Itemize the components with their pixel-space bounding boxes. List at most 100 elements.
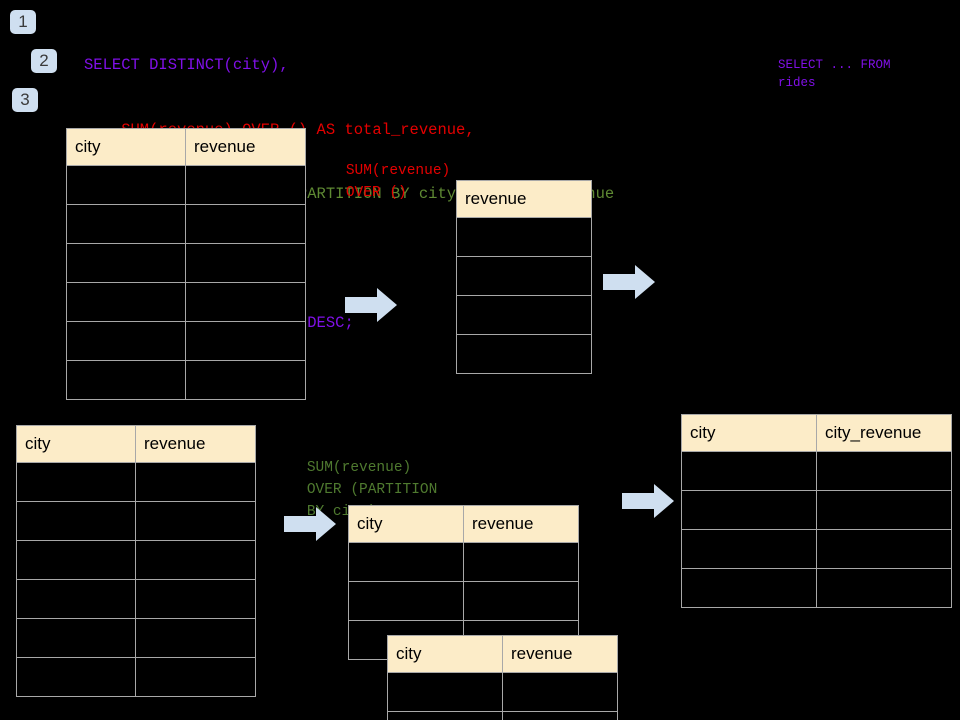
cell: [16, 540, 136, 580]
flow-arrow-right-1: [345, 288, 397, 322]
table-revenue-only: revenue: [456, 180, 592, 374]
column-header-city: city: [66, 128, 186, 166]
table-row: [348, 581, 579, 621]
table-row: [387, 672, 618, 712]
column-header-city: city: [16, 425, 136, 463]
sidenote-line-1: SELECT ... FROM: [778, 58, 891, 72]
table-row: [66, 321, 306, 361]
table-row: [16, 462, 256, 502]
table-row: [681, 490, 952, 530]
annotation-sum-over-empty-line-2: OVER (): [345, 185, 407, 201]
table-row: [456, 256, 592, 296]
cell: [681, 490, 817, 530]
table-result: city city_revenue: [681, 414, 952, 608]
table-header-row: city revenue: [348, 505, 579, 543]
cell: [681, 451, 817, 491]
table-row: [456, 334, 592, 374]
table-row: [16, 579, 256, 619]
cell: [66, 321, 186, 361]
table-partition-b: city revenue: [387, 635, 618, 720]
column-header-city-revenue: city_revenue: [816, 414, 952, 452]
annotation-sum-over-empty: SUM(revenue) OVER (): [311, 138, 450, 226]
cell: [135, 657, 256, 697]
cell: [66, 360, 186, 400]
step-badge-2: 2: [31, 49, 57, 73]
cell: [16, 501, 136, 541]
column-header-revenue: revenue: [135, 425, 256, 463]
column-header-revenue: revenue: [463, 505, 579, 543]
step-badge-1: 1: [10, 10, 36, 34]
cell: [502, 672, 618, 712]
table-header-row: city city_revenue: [681, 414, 952, 452]
table-row: [456, 295, 592, 335]
table-row: [681, 529, 952, 569]
cell: [463, 581, 579, 621]
table-row: [16, 618, 256, 658]
cell: [66, 282, 186, 322]
cell: [387, 711, 503, 720]
column-header-city: city: [387, 635, 503, 673]
cell: [135, 501, 256, 541]
cell: [463, 542, 579, 582]
cell: [456, 295, 592, 335]
table-row: [681, 451, 952, 491]
cell: [387, 672, 503, 712]
cell: [185, 282, 306, 322]
cell: [135, 618, 256, 658]
table-row: [16, 501, 256, 541]
column-header-city: city: [348, 505, 464, 543]
cell: [185, 165, 306, 205]
cell: [816, 451, 952, 491]
annotation-sum-over-empty-line-1: SUM(revenue): [345, 163, 451, 179]
sidenote-line-2: rides: [778, 76, 816, 90]
cell: [66, 165, 186, 205]
cell: [16, 618, 136, 658]
column-header-revenue: revenue: [502, 635, 618, 673]
cell: [16, 579, 136, 619]
cell: [66, 204, 186, 244]
table-row: [16, 657, 256, 697]
table-source-bottom: city revenue: [16, 425, 256, 697]
table-header-row: revenue: [456, 180, 592, 218]
cell: [816, 490, 952, 530]
cell: [681, 529, 817, 569]
table-row: [66, 204, 306, 244]
table-row: [456, 217, 592, 257]
flow-arrow-right-3: [284, 507, 336, 541]
cell: [16, 657, 136, 697]
cell: [502, 711, 618, 720]
flow-arrow-right-2: [603, 265, 655, 299]
table-header-row: city revenue: [387, 635, 618, 673]
cell: [135, 540, 256, 580]
annotation-sum-over-partition-line-2: OVER (PARTITION: [306, 482, 438, 498]
table-row: [16, 540, 256, 580]
cell: [185, 321, 306, 361]
cell: [456, 256, 592, 296]
cell: [816, 568, 952, 608]
cell: [348, 581, 464, 621]
sidenote-select-from-rides: SELECT ... FROM rides: [748, 38, 891, 110]
cell: [135, 462, 256, 502]
column-header-city: city: [681, 414, 817, 452]
sql-line-select: SELECT DISTINCT(city),: [84, 56, 289, 74]
cell: [681, 568, 817, 608]
cell: [16, 462, 136, 502]
cell: [66, 243, 186, 283]
table-header-row: city revenue: [66, 128, 306, 166]
flow-arrow-right-4: [622, 484, 674, 518]
cell: [135, 579, 256, 619]
cell: [456, 217, 592, 257]
table-header-row: city revenue: [16, 425, 256, 463]
cell: [185, 243, 306, 283]
cell: [816, 529, 952, 569]
column-header-revenue: revenue: [456, 180, 592, 218]
cell: [185, 204, 306, 244]
table-row: [66, 165, 306, 205]
table-row: [348, 542, 579, 582]
table-row: [681, 568, 952, 608]
annotation-sum-over-partition-line-1: SUM(revenue): [306, 460, 412, 476]
column-header-revenue: revenue: [185, 128, 306, 166]
table-source-top: city revenue: [66, 128, 306, 400]
table-row: [66, 282, 306, 322]
